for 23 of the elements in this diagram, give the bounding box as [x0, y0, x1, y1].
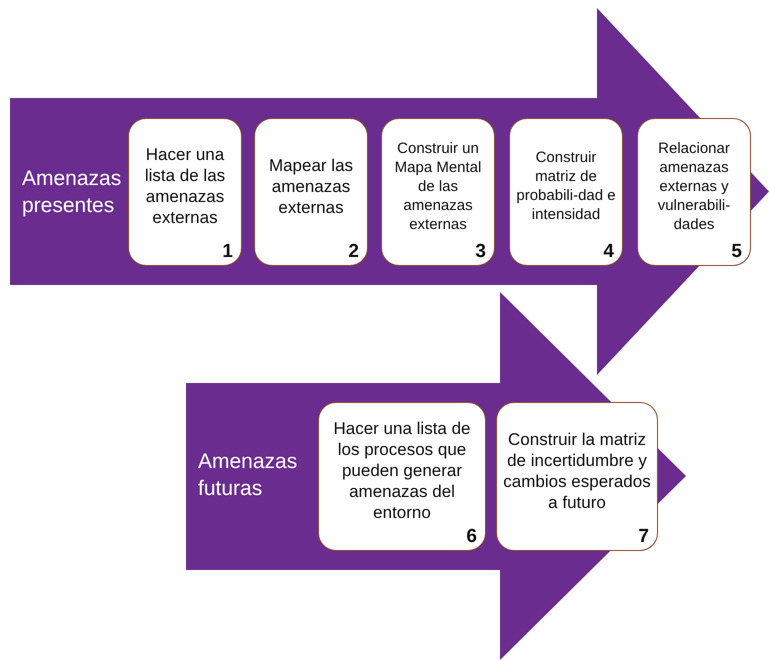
step-number: 4: [603, 241, 614, 263]
step-number: 2: [348, 241, 359, 263]
step-card: [254, 118, 368, 266]
band-label: Amenazas futuras: [198, 449, 298, 502]
step-text: Construir un Mapa Mental de las amenazas externas: [394, 138, 482, 234]
step-card: [509, 118, 623, 266]
step-card: [637, 118, 751, 266]
step-number: 6: [466, 526, 477, 548]
step-number: 3: [475, 241, 486, 263]
step-card: [381, 118, 495, 266]
step-number: 7: [638, 526, 649, 548]
step-number: 5: [731, 241, 742, 263]
step-card: [496, 402, 658, 551]
step-text: Hacer una lista de las amenazas externas: [144, 144, 226, 228]
step-text: Hacer una lista de los procesos que pueden generar amenazas del entorno: [332, 418, 472, 523]
band-label: Amenazas presentes: [22, 166, 122, 219]
step-text: Mapear las amenazas externas: [268, 154, 354, 218]
step-text: Construir la matriz de incertidumbre y cambios esperados a futuro: [503, 428, 651, 512]
step-card: [128, 118, 242, 266]
step-text: Construir matriz de probabili-dad e intensidad: [516, 148, 616, 224]
step-text: Relacionar amenazas externas y vulnerabili-dades: [656, 138, 732, 234]
step-number: 1: [222, 241, 233, 263]
step-card: [318, 402, 486, 551]
